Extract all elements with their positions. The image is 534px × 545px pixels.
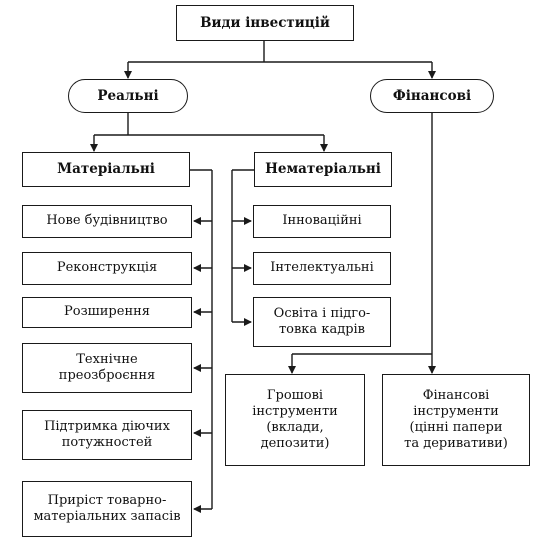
nonmaterial-item-label: Інтелектуальні	[270, 260, 374, 276]
financial-item-label: Грошові інструменти (вклади, депозити)	[252, 387, 338, 452]
material-item-technical-reequipment: Технічне преозброєння	[22, 343, 192, 393]
material-item-label: Реконструкція	[56, 260, 158, 276]
nonmaterial-item-innovative: Інноваційні	[253, 205, 391, 238]
material-item-label: Технічне преозброєння	[58, 351, 156, 383]
nonmaterial-item-education: Освіта і підго- товка кадрів	[253, 297, 391, 347]
material-label: Матеріальні	[57, 161, 155, 178]
material-node: Матеріальні	[22, 152, 190, 187]
material-item-label: Підтримка діючих потужностей	[44, 418, 170, 450]
root-label: Види інвестицій	[200, 14, 330, 31]
material-item-inventory-growth: Приріст товарно- матеріальних запасів	[22, 481, 192, 537]
material-item-capacity-support: Підтримка діючих потужностей	[22, 410, 192, 460]
material-item-label: Нове будівництво	[46, 213, 168, 229]
nonmaterial-label: Нематеріальні	[265, 161, 381, 178]
financial-item-monetary: Грошові інструменти (вклади, депозити)	[225, 374, 365, 466]
real-label: Реальні	[97, 87, 159, 104]
financial-label: Фінансові	[392, 87, 472, 104]
material-item-expansion: Розширення	[22, 297, 192, 328]
financial-item-label: Фінансові інструменти (цінні папери та д…	[404, 387, 508, 452]
material-item-label: Розширення	[64, 304, 150, 320]
nonmaterial-item-intellectual: Інтелектуальні	[253, 252, 391, 285]
financial-node: Фінансові	[370, 79, 494, 113]
material-item-label: Приріст товарно- матеріальних запасів	[33, 492, 181, 524]
root-node: Види інвестицій	[176, 5, 354, 41]
material-item-reconstruction: Реконструкція	[22, 252, 192, 285]
nonmaterial-node: Нематеріальні	[254, 152, 392, 187]
real-node: Реальні	[68, 79, 188, 113]
financial-item-securities: Фінансові інструменти (цінні папери та д…	[382, 374, 530, 466]
nonmaterial-item-label: Освіта і підго- товка кадрів	[273, 305, 371, 337]
material-item-new-construction: Нове будівництво	[22, 205, 192, 238]
nonmaterial-item-label: Інноваційні	[282, 213, 362, 229]
